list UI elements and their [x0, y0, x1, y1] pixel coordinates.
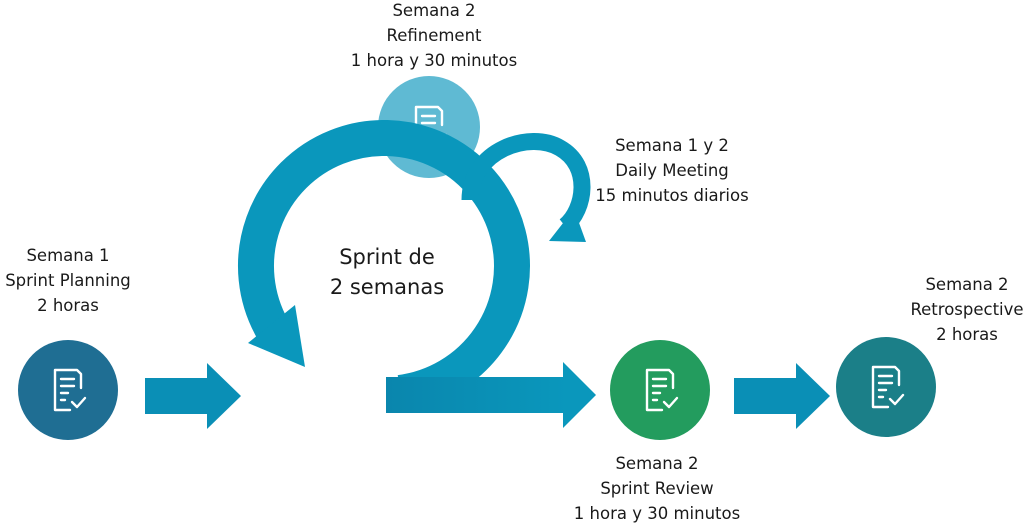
- daily-loop: [461, 133, 591, 242]
- daily-label: Semana 1 y 2 Daily Meeting 15 minutos di…: [577, 133, 767, 208]
- daily-week: Semana 1 y 2: [615, 136, 729, 155]
- planning-node: [18, 340, 118, 440]
- planning-week: Semana 1: [26, 246, 110, 265]
- refinement-week: Semana 2: [392, 1, 476, 20]
- retrospective-week: Semana 2: [925, 275, 1009, 294]
- exit-arrow-shaft: [386, 377, 566, 413]
- planning-name: Sprint Planning: [5, 271, 131, 290]
- review-node: [610, 340, 710, 440]
- planning-label: Semana 1 Sprint Planning 2 horas: [0, 243, 138, 318]
- daily-loop-ring: [461, 133, 591, 233]
- retrospective-circle: [836, 337, 936, 437]
- planning-duration: 2 horas: [37, 296, 99, 315]
- refinement-name: Refinement: [386, 26, 482, 45]
- review-circle: [610, 340, 710, 440]
- refinement-label: Semana 2 Refinement 1 hora y 30 minutos: [329, 0, 539, 73]
- cycle-arrowhead: [248, 305, 305, 367]
- retrospective-duration: 2 horas: [936, 325, 998, 344]
- refinement-duration: 1 hora y 30 minutos: [350, 51, 518, 70]
- arrow-planning-to-sprint: [145, 363, 241, 429]
- planning-circle: [18, 340, 118, 440]
- sprint-center-line1: Sprint de: [339, 245, 435, 269]
- review-duration: 1 hora y 30 minutos: [573, 504, 741, 523]
- exit-arrowhead: [563, 362, 596, 428]
- cycle-ring: [237, 120, 530, 411]
- retrospective-node: [836, 337, 936, 437]
- sprint-center-line2: 2 semanas: [329, 275, 445, 299]
- daily-name: Daily Meeting: [615, 161, 729, 180]
- review-week: Semana 2: [615, 454, 699, 473]
- retrospective-label: Semana 2 Retrospective 2 horas: [897, 272, 1027, 347]
- retrospective-name: Retrospective: [910, 300, 1024, 319]
- daily-loop-arrowhead: [549, 209, 586, 242]
- sprint-center-label: Sprint de 2 semanas: [317, 242, 457, 302]
- review-name: Sprint Review: [600, 479, 714, 498]
- sprint-cycle: [237, 120, 596, 428]
- review-label: Semana 2 Sprint Review 1 hora y 30 minut…: [557, 451, 757, 526]
- daily-duration: 15 minutos diarios: [595, 186, 749, 205]
- arrow-review-to-retro: [734, 363, 830, 429]
